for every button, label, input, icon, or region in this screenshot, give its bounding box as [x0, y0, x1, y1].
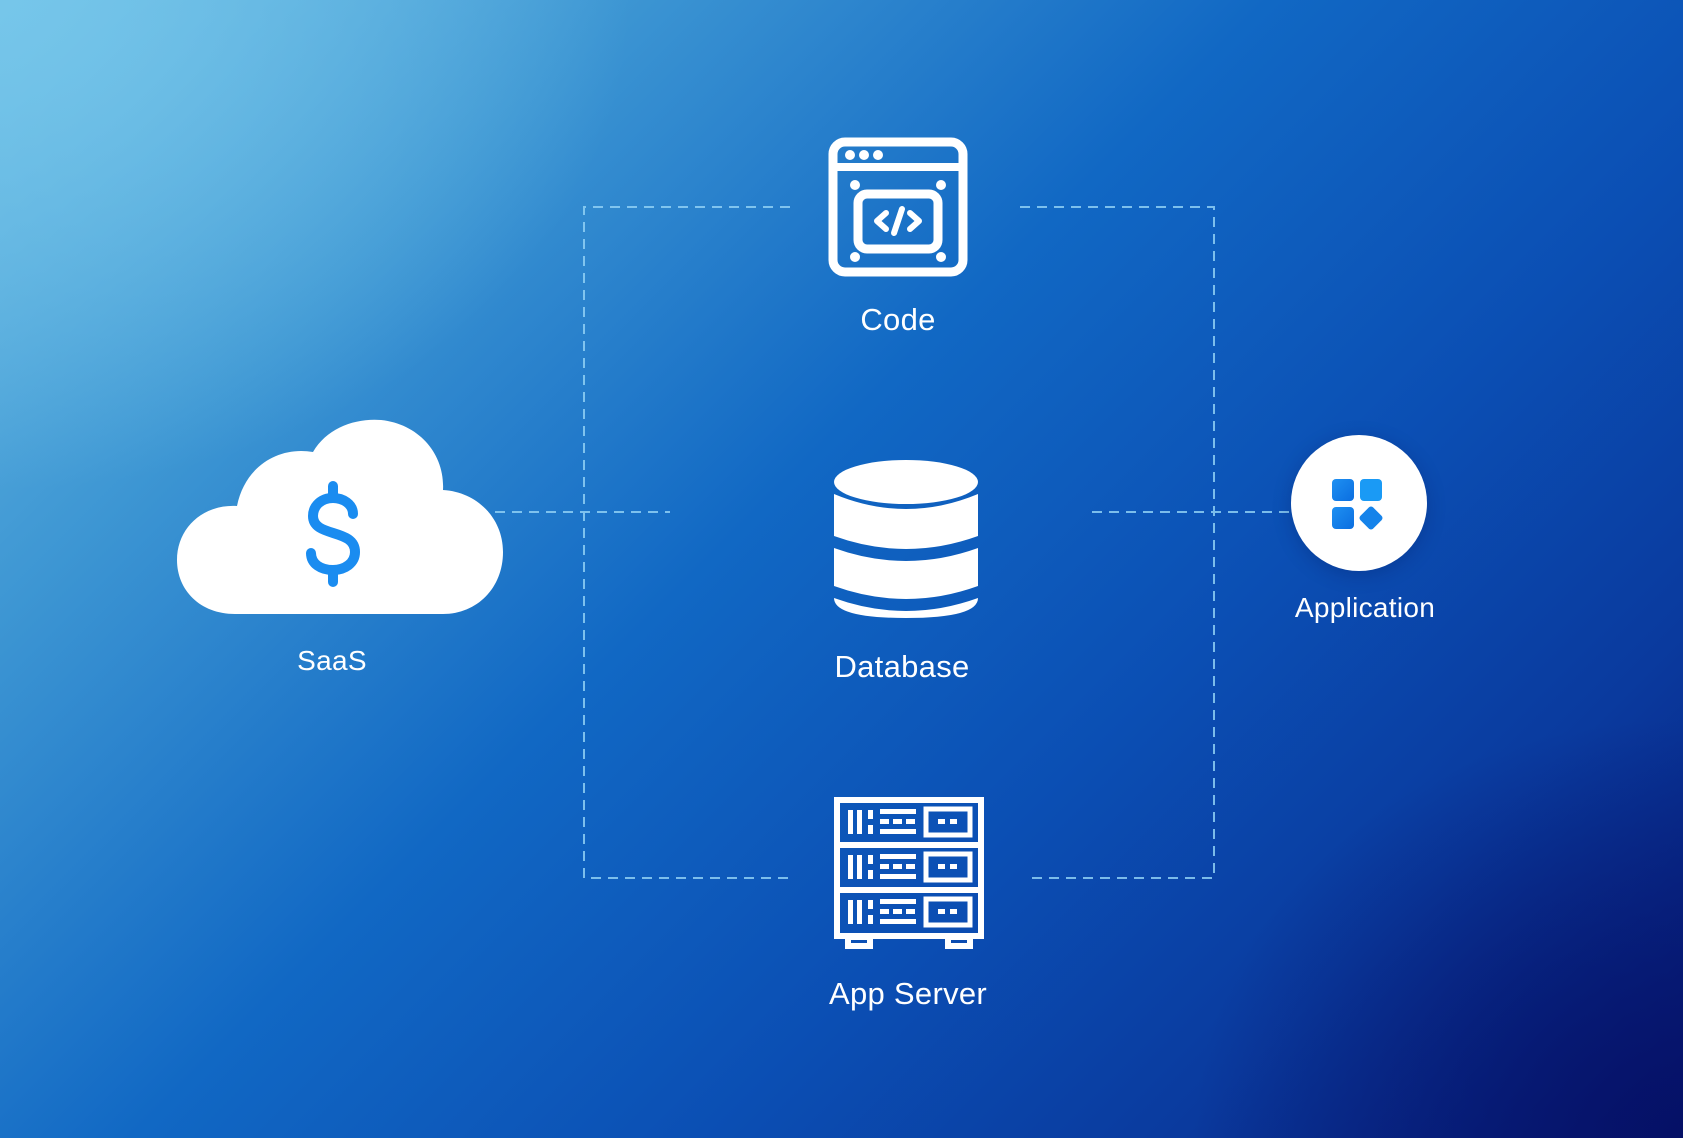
server-rack-icon — [834, 797, 984, 949]
label-application: Application — [1294, 592, 1436, 623]
app-grid-icon — [1332, 479, 1383, 530]
connector-left-bracket — [583, 206, 790, 879]
server-unit — [848, 806, 973, 838]
node-application — [1291, 435, 1427, 571]
database-icon — [834, 460, 978, 618]
label-app-server: App Server — [828, 976, 988, 1011]
cloud-dollar-icon — [177, 419, 503, 614]
node-app-server — [834, 797, 984, 949]
node-code — [828, 137, 968, 277]
node-saas — [175, 418, 505, 618]
node-database — [832, 458, 980, 620]
label-database: Database — [834, 649, 970, 684]
connector-right-bracket — [1020, 206, 1215, 879]
label-saas: SaaS — [297, 645, 367, 676]
browser-code-icon — [828, 137, 968, 277]
label-code: Code — [860, 302, 936, 337]
